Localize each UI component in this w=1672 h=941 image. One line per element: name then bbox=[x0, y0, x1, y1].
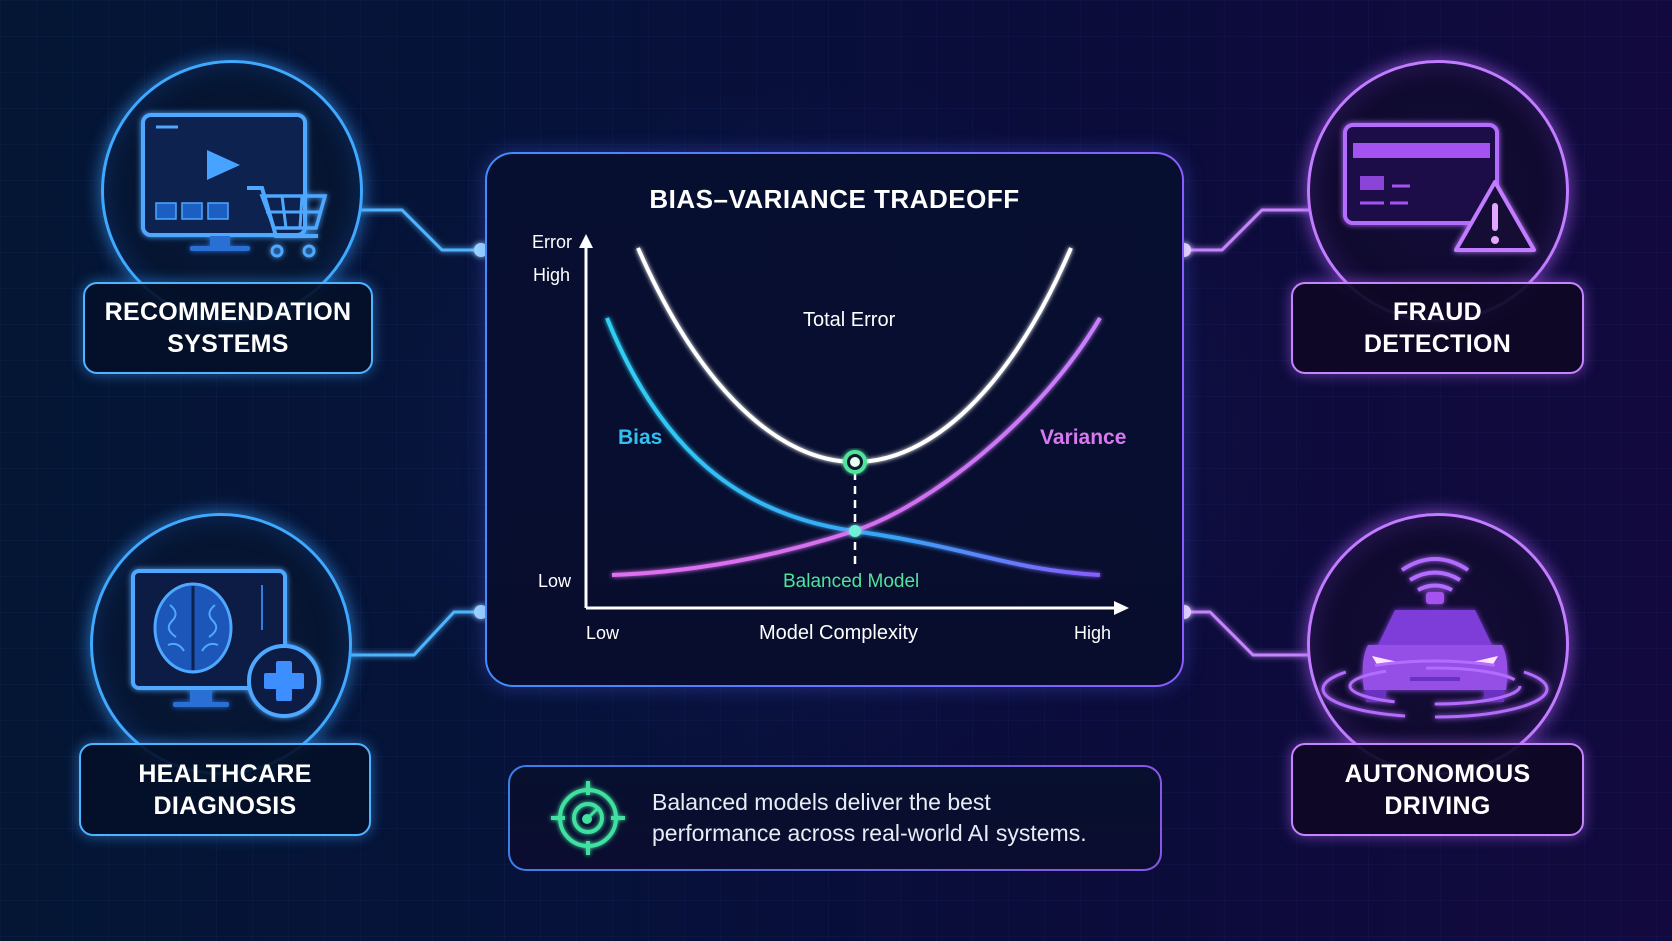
y-axis-arrow-icon bbox=[579, 234, 593, 248]
total-error-label: Total Error bbox=[803, 309, 896, 331]
chart-title: BIAS–VARIANCE TRADEOFF bbox=[649, 184, 1020, 214]
x-tick-high: High bbox=[1074, 623, 1112, 643]
autonomous-driving-label: AUTONOMOUS DRIVING bbox=[1291, 743, 1584, 836]
chart-panel: BIAS–VARIANCE TRADEOFF bbox=[485, 152, 1184, 687]
label-line2: SYSTEMS bbox=[167, 330, 289, 358]
x-axis-arrow-icon bbox=[1114, 601, 1129, 615]
recommendation-systems-label: RECOMMENDATION SYSTEMS bbox=[83, 282, 373, 374]
variance-label: Variance bbox=[1040, 426, 1127, 449]
total-error-curve bbox=[636, 247, 1073, 465]
bias-label: Bias bbox=[618, 426, 663, 449]
label-line2: DRIVING bbox=[1384, 791, 1491, 820]
label-line1: FRAUD bbox=[1393, 298, 1482, 326]
target-icon bbox=[551, 781, 625, 855]
intersection-point bbox=[849, 525, 861, 537]
x-tick-low: Low bbox=[586, 623, 620, 643]
healthcare-diagnosis-label: HEALTHCARE DIAGNOSIS bbox=[79, 743, 371, 836]
label-line1: RECOMMENDATION bbox=[104, 298, 352, 326]
label-line2: DETECTION bbox=[1363, 330, 1512, 358]
fraud-detection-label: FRAUD DETECTION bbox=[1291, 282, 1584, 374]
bias-curve bbox=[605, 317, 1101, 577]
balanced-model-label: Balanced Model bbox=[783, 571, 920, 592]
y-tick-high: High bbox=[533, 265, 571, 285]
label-line1: HEALTHCARE bbox=[138, 759, 312, 788]
insight-line2: performance across real-world AI systems… bbox=[652, 820, 1087, 846]
insight-line1: Balanced models deliver the best bbox=[652, 789, 991, 815]
insight-callout: Balanced models deliver the best perform… bbox=[508, 765, 1162, 871]
x-axis-title: Model Complexity bbox=[759, 622, 918, 644]
label-line2: DIAGNOSIS bbox=[153, 791, 297, 820]
label-line1: AUTONOMOUS bbox=[1344, 759, 1531, 788]
y-axis-title: Error bbox=[532, 232, 572, 252]
y-tick-low: Low bbox=[538, 571, 572, 591]
